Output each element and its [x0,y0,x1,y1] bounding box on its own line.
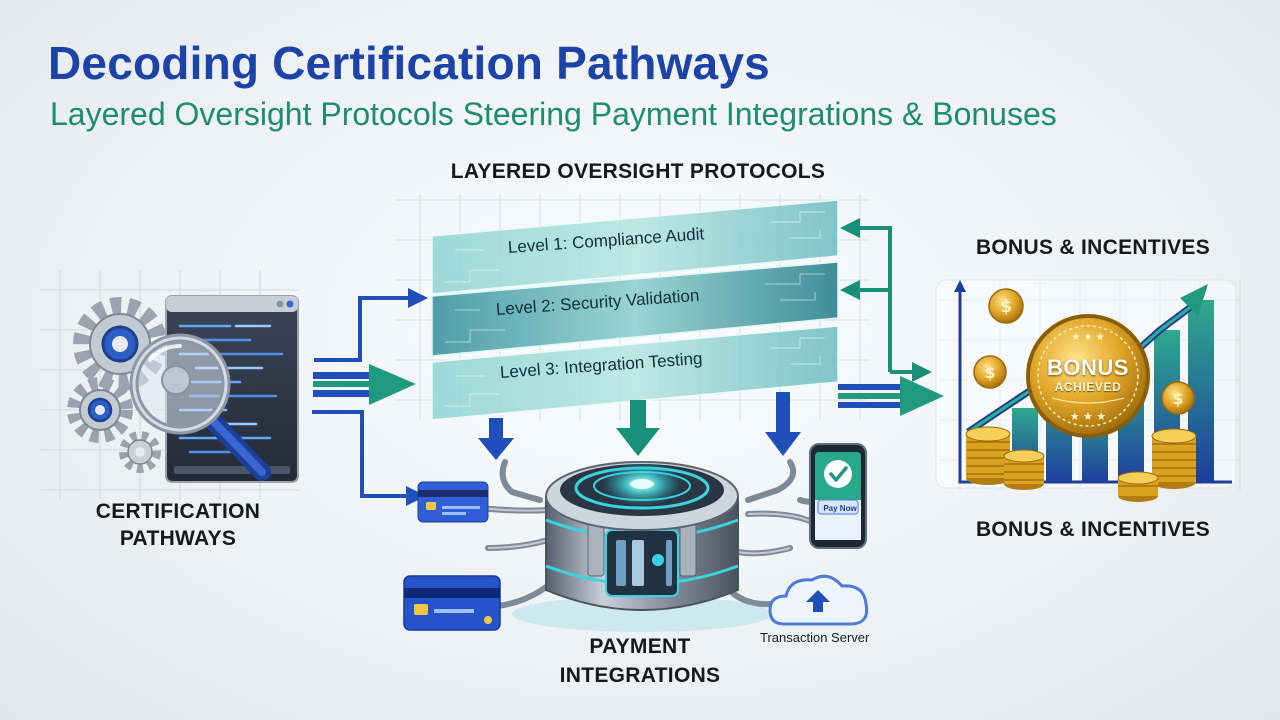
credit-card-icon [417,481,489,523]
flow-arrow-cert-upper [314,288,428,362]
bonus-heading-bottom: BONUS & INCENTIVES [975,518,1211,541]
flow-arrow-cert-to-protocols [313,364,416,405]
smartphone-icon [809,443,867,549]
gear-icon [67,377,133,443]
svg-text:$: $ [984,363,995,382]
flow-arrow-cert-lower [312,410,426,506]
magnifier-icon [129,333,271,481]
pay-now-button[interactable]: Pay Now [823,504,857,513]
svg-text:★ ★ ★: ★ ★ ★ [1070,410,1107,423]
feedback-arrow-top [840,218,892,372]
coin-stack-right [1117,428,1197,502]
svg-text:★ ★ ★: ★ ★ ★ [1071,332,1104,343]
checkmark-icon [824,460,852,488]
protocol-panel-level-3 [431,325,839,421]
flow-arrow-down-center [616,400,660,456]
credit-card-icon [403,575,501,631]
svg-text:$: $ [1172,389,1183,408]
svg-text:$: $ [1000,297,1012,317]
badge-bonus-text: BONUS [1047,355,1129,380]
payment-hub [512,461,772,632]
badge-achieved-text: ACHIEVED [1054,380,1122,394]
coin-icon: $ [988,288,1024,324]
medal-icon: ★ ★ ★ ★ ★ ★ [1026,314,1150,438]
coin-icon: $ [1161,381,1195,415]
protocol-panel-level-2 [431,261,839,357]
coin-icon: $ [973,355,1007,389]
page-subtitle: Layered Oversight Protocols Steering Pay… [50,96,1057,132]
bonus-heading-top: BONUS & INCENTIVES [975,236,1211,259]
protocol-panel-level-1 [431,199,839,295]
gear-icon [119,431,161,473]
payment-integrations-label: PAYMENT INTEGRATIONS [559,635,721,687]
flow-arrow-down-right [765,392,801,456]
flow-arrow-protocols-to-bonus [838,376,944,416]
page-title: Decoding Certification Pathways [48,37,770,89]
certification-label: CERTIFICATION PATHWAYS [95,500,261,550]
coin-stack-left [965,426,1045,490]
flow-arrow-down-left [478,418,514,460]
protocols-heading: LAYERED OVERSIGHT PROTOCOLS [450,160,826,183]
transaction-server-label: Transaction Server [760,630,870,645]
cloud-upload-icon [768,574,869,626]
